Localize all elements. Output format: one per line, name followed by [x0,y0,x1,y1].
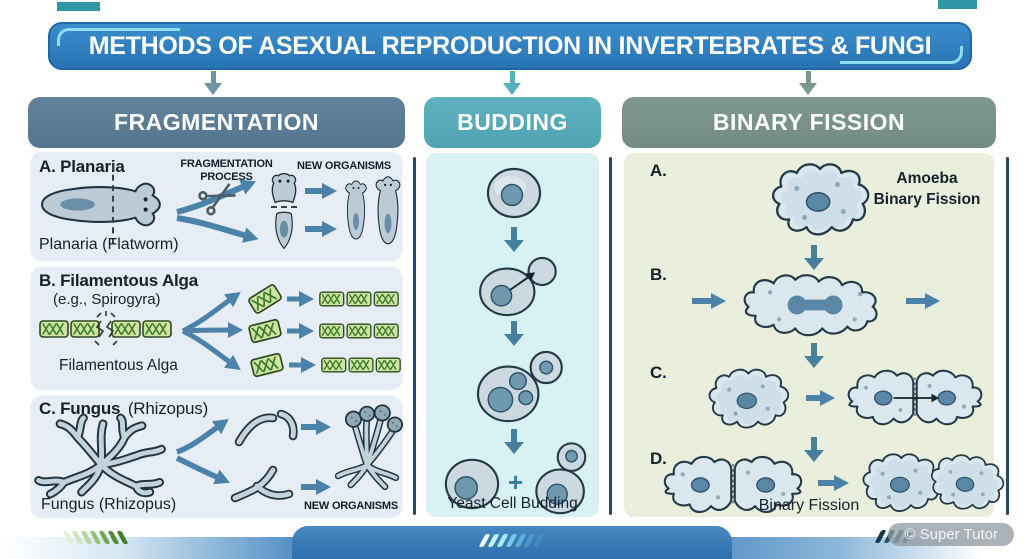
new-alga-chain [321,356,401,374]
banner-corner-accent [57,28,180,46]
arrow [301,479,331,495]
new-organisms-label: NEW ORGANISMS [304,500,398,512]
down-arrow [804,245,824,270]
yeast-cell-stage2 [479,256,557,317]
down-arrow [504,321,524,346]
fungus-section: C. Fungus (Rhizopus) Fungus (Rhizopus) [30,395,403,519]
new-organisms-label: NEW ORGANISMS [297,160,391,172]
down-arrow [504,227,524,252]
budding-caption: Yeast Cell Budding [447,495,578,512]
planaria-section: A. Planaria FRAGMENTATION PROCESS NEW OR… [30,151,403,262]
connector-arrow-fragmentation [204,71,222,95]
planaria-label: A. Planaria [39,157,125,176]
column-separator [1006,157,1009,515]
connector-arrow-budding [503,71,521,95]
arrow [692,293,726,309]
fungus-label: C. Fungus (Rhizopus) [39,399,209,418]
fungus-fragment [230,465,294,503]
alga-fragment [247,318,283,344]
title-banner: METHODS OF ASEXUAL REPRODUCTION IN INVER… [48,22,972,70]
new-worm-illustration [373,168,403,248]
amoeba-elongating [743,274,878,337]
column-separator [413,157,416,515]
step-a-label: A. [650,161,667,180]
alga-fragment [246,282,284,316]
down-arrow [804,437,824,462]
new-alga-chain [319,322,399,340]
budding-panel: + Yeast Cell Budding [424,151,601,519]
fungus-caption: Fungus (Rhizopus) [41,496,177,513]
yeast-cell-stage1 [486,167,542,219]
step-d-label: D. [650,449,667,468]
yeast-cell-separated [444,458,500,510]
arrow [287,323,314,339]
alga-label: B. Filamentous Alga [39,271,198,290]
binary-fission-header: BINARY FISSION [622,97,996,148]
top-right-accent-bar [938,0,977,9]
step-c-label: C. [650,363,667,382]
new-fungus-illustration [334,404,403,491]
alga-caption: Filamentous Alga [59,357,178,374]
connector-arrow-binary-fission [799,71,817,95]
top-left-accent-bar [57,2,100,11]
binary-fission-caption: Binary Fission [758,497,860,514]
amoeba-single [708,368,790,429]
fungus-illustration [34,413,166,499]
amoeba-dividing-pair [847,369,983,426]
new-alga-chain [319,290,399,308]
page-title: METHODS OF ASEXUAL REPRODUCTION IN INVER… [88,32,932,60]
fragmentation-process-arrows [176,179,259,243]
arrow [806,390,835,406]
arrow [305,221,337,237]
arrow [287,291,314,307]
diverging-arrows [175,419,231,485]
yeast-cell-stage3 [476,350,563,423]
plus-sign: + [508,467,524,497]
alga-fragment [249,352,285,378]
amoeba-single [771,163,870,236]
column-separator [609,157,612,515]
scissors-icon [198,183,236,216]
alga-section: B. Filamentous Alga (e.g., Spirogyra) Fi… [30,266,403,391]
alga-sublabel: (e.g., Spirogyra) [53,291,161,308]
step-b-label: B. [650,265,667,284]
torn-edge [271,206,297,208]
yeast-cell-with-bud [535,442,587,515]
arrow [818,475,849,491]
worm-head-fragment [271,173,297,203]
binary-fission-panel: A. B. C. D. Amoeba Binary Fission [622,151,1008,519]
down-arrow [804,343,824,368]
planaria-caption: Planaria (Flatworm) [39,236,179,253]
fragmentation-header: FRAGMENTATION [28,97,405,148]
arrow [301,419,331,435]
arrow [289,357,316,373]
arrow [305,183,337,199]
cut-line [112,164,114,244]
green-slashes-decoration [62,531,129,544]
arrow [906,293,940,309]
amoeba-binary-fission-label: Amoeba Binary Fission [873,170,981,208]
fungus-fragment [234,409,298,447]
worm-tail-fragment [275,211,293,249]
banner-corner-accent [840,46,963,64]
budding-header: BUDDING [424,97,601,148]
new-worm-illustration [343,174,369,242]
cyan-slashes-decoration [478,534,545,547]
alga-filament-illustration [39,311,172,346]
down-arrow [504,429,524,454]
planaria-worm-illustration [41,182,161,227]
watermark-badge: © Super Tutor [888,523,1014,546]
fan-arrows [181,292,243,370]
